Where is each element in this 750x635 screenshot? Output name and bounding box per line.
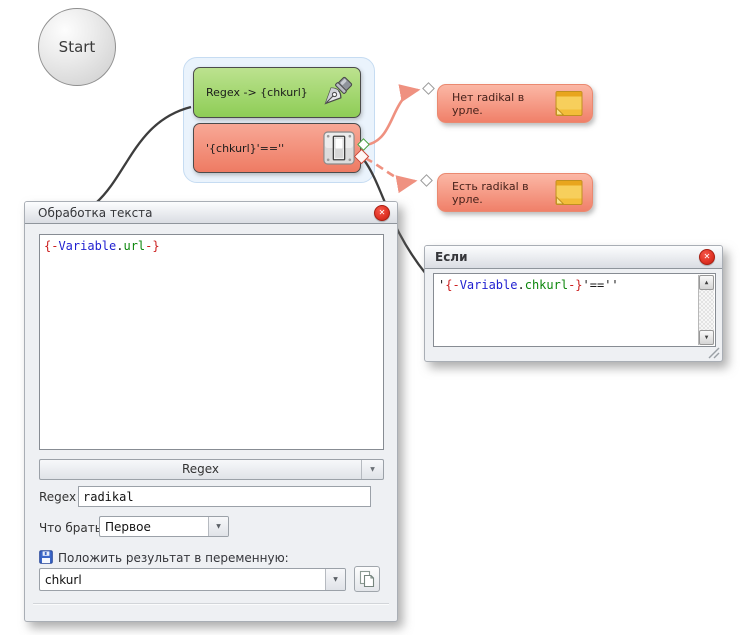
text-processing-panel-header[interactable]: Обработка текста [25, 202, 397, 224]
take-combobox-value[interactable] [100, 517, 208, 536]
code-token: {- [445, 278, 460, 292]
vertical-scrollbar[interactable]: ▲ ▼ [698, 275, 714, 345]
code-token: ' [438, 278, 446, 292]
source-text-area[interactable]: {-Variable.url-} [39, 234, 384, 450]
footer-separator [33, 603, 389, 605]
condition-text-area[interactable]: '{-Variable.chkurl-}'=='' ▲ ▼ [433, 273, 716, 347]
note-text: Нет radikal в урле. [452, 90, 525, 117]
code-token: . [517, 278, 525, 292]
code-token: . [116, 239, 124, 253]
code-token: '=='' [582, 278, 619, 292]
code-token: {- [44, 239, 59, 253]
copy-button[interactable] [354, 566, 380, 592]
take-combobox[interactable]: ▼ [99, 516, 229, 537]
code-token: chkurl [524, 278, 569, 292]
if-panel-header[interactable]: Если [425, 246, 722, 269]
if-panel[interactable]: Если ✕ '{-Variable.chkurl-}'=='' ▲ ▼ [424, 245, 723, 362]
condition-action-block[interactable]: '{chkurl}'=='' [193, 123, 361, 173]
result-field-label: Положить результат в переменную: [58, 551, 289, 565]
source-code-line: {-Variable.url-} [40, 235, 383, 257]
result-variable-value[interactable] [40, 569, 325, 590]
code-token: Variable [58, 239, 117, 253]
regex-action-block[interactable]: Regex -> {chkurl} [193, 67, 361, 118]
condition-code-line: '{-Variable.chkurl-}'=='' [434, 274, 697, 296]
scroll-up-icon[interactable]: ▲ [699, 275, 714, 290]
resize-grip[interactable] [707, 346, 720, 359]
chevron-down-icon[interactable]: ▼ [325, 569, 345, 590]
scroll-down-icon[interactable]: ▼ [699, 330, 714, 345]
chevron-down-icon[interactable]: ▼ [208, 517, 228, 536]
note-has-radikal[interactable]: Есть radikal в урле. [437, 173, 593, 212]
panel-title: Обработка текста [38, 205, 153, 220]
note-1-port-diamond[interactable] [422, 82, 435, 95]
chevron-down-icon[interactable]: ▼ [361, 460, 383, 479]
close-icon[interactable]: ✕ [699, 249, 715, 265]
regex-action-label: Regex -> {chkurl} [206, 86, 308, 99]
text-processing-panel[interactable]: Обработка текста ✕ {-Variable.url-} Rege… [24, 201, 398, 622]
start-node-label: Start [58, 38, 96, 56]
code-token: url [123, 239, 146, 253]
code-token: Variable [459, 278, 518, 292]
mode-selector-value: Regex [181, 462, 220, 476]
note-no-radikal[interactable]: Нет radikal в урле. [437, 84, 593, 123]
mode-selector[interactable]: Regex ▼ [39, 459, 384, 480]
take-field-label: Что брать [39, 521, 102, 535]
panel-title: Если [435, 250, 468, 264]
condition-action-label: '{chkurl}'=='' [206, 141, 285, 155]
start-node[interactable]: Start [38, 8, 116, 86]
save-variable-icon [39, 550, 53, 564]
sticky-note-icon [555, 180, 583, 205]
close-icon[interactable]: ✕ [374, 205, 390, 221]
note-2-port-diamond[interactable] [420, 174, 433, 187]
code-token: -} [568, 278, 583, 292]
regex-input[interactable] [78, 486, 371, 507]
sticky-note-icon [555, 91, 583, 116]
result-variable-combobox[interactable]: ▼ [39, 568, 346, 591]
pen-icon [324, 76, 353, 105]
note-text: Есть radikal в урле. [452, 179, 529, 206]
copy-pages-icon [359, 570, 375, 588]
regex-field-label: Regex [39, 490, 77, 504]
switch-icon [323, 131, 355, 165]
wire-panel-to-regex-block[interactable] [95, 105, 192, 204]
code-token: -} [145, 239, 160, 253]
